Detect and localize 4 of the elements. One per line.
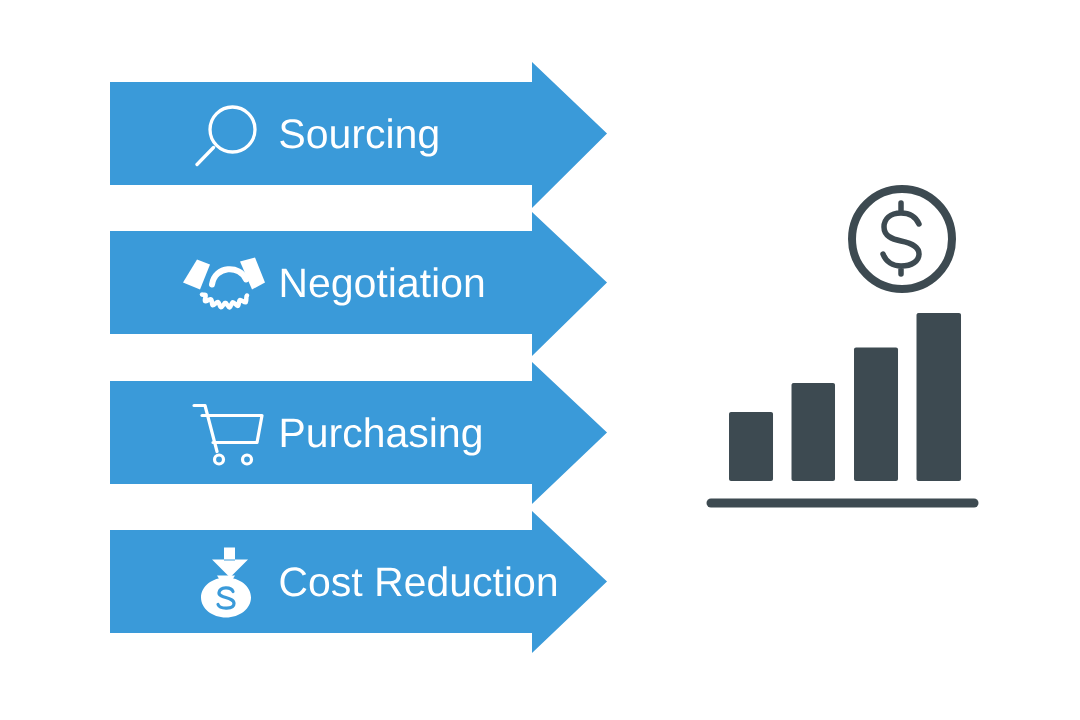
arrow-band: Purchasing <box>110 362 607 504</box>
arrow-band: Negotiation <box>110 212 607 356</box>
arrow-band: Sourcing <box>110 62 607 208</box>
arrow-band: Cost Reduction <box>110 511 607 653</box>
